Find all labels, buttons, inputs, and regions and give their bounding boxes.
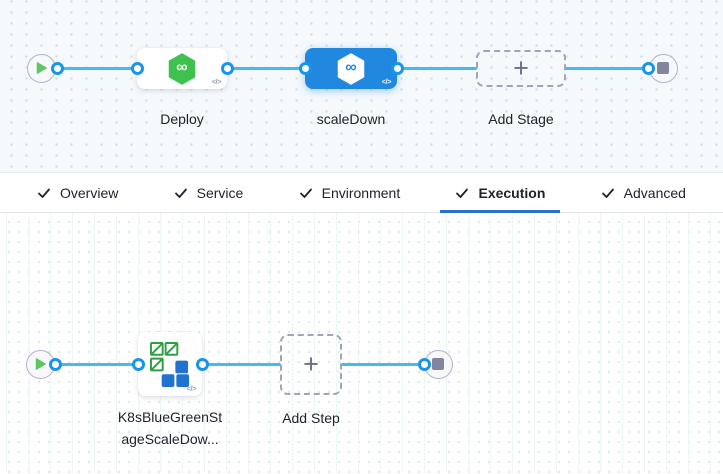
edge-line xyxy=(341,362,425,366)
check-icon xyxy=(601,188,614,198)
k8s-bluegreen-icon xyxy=(150,341,190,387)
add-step-button[interactable]: + xyxy=(280,334,342,395)
step-label: K8sBlueGreenSt ageScaleDow... xyxy=(110,406,230,450)
stage-config-tabbar: Overview Service Environment Execution A… xyxy=(0,172,723,213)
cd-hexagon-icon: ∞ xyxy=(336,52,366,85)
connector-dot xyxy=(220,61,234,75)
stop-icon xyxy=(657,62,669,74)
edge-line xyxy=(57,66,138,70)
harness-infinity-glyph: ∞ xyxy=(176,59,188,76)
connector-dot xyxy=(417,357,431,371)
connector-dot xyxy=(130,61,144,75)
play-icon xyxy=(36,62,47,74)
connector-dot xyxy=(390,61,404,75)
edge-line xyxy=(565,66,649,70)
tab-overview[interactable]: Overview xyxy=(22,173,133,212)
plus-icon: + xyxy=(303,349,319,379)
stage-graph-canvas: ∞ </> ∞ </> + Deploy scaleDown Add xyxy=(0,0,723,172)
check-icon xyxy=(174,188,187,198)
connector-dot xyxy=(48,357,62,371)
yaml-code-icon: </> xyxy=(186,384,197,393)
edge-line xyxy=(55,362,138,366)
step-card-k8s-bluegreen-scaledown[interactable]: </> xyxy=(138,332,202,396)
tab-label: Advanced xyxy=(623,184,686,201)
stage-card-scaledown[interactable]: ∞ </> xyxy=(305,48,397,89)
tab-label: Execution xyxy=(478,184,546,201)
tab-execution[interactable]: Execution xyxy=(440,173,561,213)
tab-label: Environment xyxy=(321,184,401,201)
tab-service[interactable]: Service xyxy=(159,173,259,212)
connector-dot xyxy=(195,357,209,371)
play-icon xyxy=(35,358,46,370)
connector-dot xyxy=(641,61,655,75)
tab-label: Overview xyxy=(60,184,119,201)
add-step-label: Add Step xyxy=(282,410,340,426)
step-label-line2: ageScaleDow... xyxy=(121,431,219,447)
connector-dot xyxy=(298,61,312,75)
harness-infinity-glyph: ∞ xyxy=(345,59,357,76)
tab-label: Service xyxy=(196,184,244,201)
check-icon xyxy=(299,188,312,198)
add-stage-button[interactable]: + xyxy=(476,50,566,87)
yaml-code-icon: </> xyxy=(211,77,222,86)
tab-advanced[interactable]: Advanced xyxy=(586,173,701,212)
yaml-code-icon: </> xyxy=(381,77,392,86)
add-stage-label: Add Stage xyxy=(488,111,554,127)
tab-environment[interactable]: Environment xyxy=(284,173,416,212)
check-icon xyxy=(456,188,469,198)
stage-card-deploy[interactable]: ∞ </> xyxy=(137,48,227,89)
stage-label-scaledown: scaleDown xyxy=(316,111,386,127)
edge-line xyxy=(202,362,281,366)
execution-graph-canvas: </> + K8sBlueGreenSt ageScaleDow... Add … xyxy=(0,213,723,473)
step-label-line1: K8sBlueGreenSt xyxy=(117,409,223,425)
check-icon xyxy=(38,188,50,198)
plus-icon: + xyxy=(513,53,529,83)
cd-hexagon-icon: ∞ xyxy=(167,52,197,85)
edge-line xyxy=(226,66,306,70)
stage-label-deploy: Deploy xyxy=(160,111,204,127)
edge-line xyxy=(396,66,477,70)
stop-icon xyxy=(432,358,444,370)
connector-dot xyxy=(50,61,64,75)
connector-dot xyxy=(131,357,145,371)
